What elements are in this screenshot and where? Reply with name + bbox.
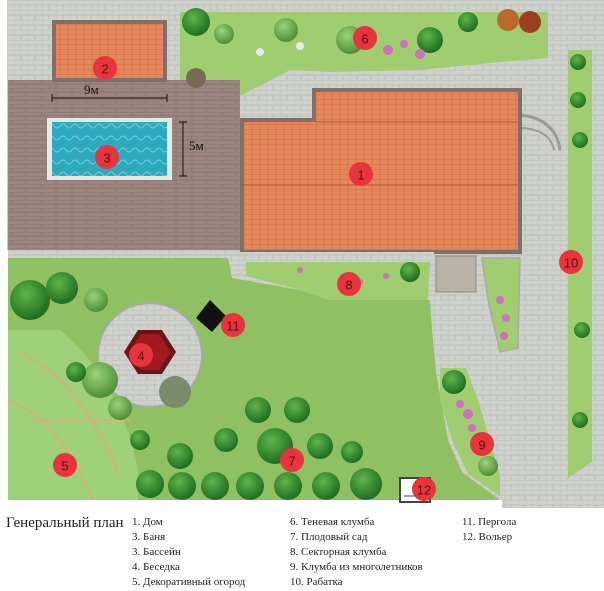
marker-6: 6 [353,26,377,50]
house-roof [244,92,518,250]
svg-text:11: 11 [226,319,240,334]
svg-text:6: 6 [361,32,368,47]
legend-item: 3. Бассейн [132,546,181,558]
svg-text:12: 12 [417,483,431,498]
site-plan: 9м 5м 1 2 3 4 5 6 7 8 9 10 11 12 [7,0,604,508]
legend-item: 12. Вольер [462,531,513,543]
legend-title: Генеральный план [6,515,124,531]
svg-text:7: 7 [288,454,295,469]
marker-12: 12 [412,477,436,501]
marker-4: 4 [129,343,153,367]
marker-7: 7 [280,448,304,472]
svg-text:10: 10 [564,256,578,271]
fruit-trees [136,397,382,500]
svg-text:2: 2 [101,62,108,77]
pool-dimensions: 9м 5м [51,82,204,177]
legend-item: 9. Клумба из многолетников [290,561,423,573]
pool-height-label: 5м [189,138,204,153]
marker-10: 10 [559,250,583,274]
svg-text:4: 4 [137,349,144,364]
legend-item: 4. Беседка [132,561,180,573]
svg-text:1: 1 [357,168,364,183]
shrubs [10,8,590,476]
legend-item: 6. Теневая клумба [290,516,375,528]
legend-item: 3. Баня [132,531,166,543]
marker-9: 9 [470,432,494,456]
marker-8: 8 [337,272,361,296]
flowers [256,40,510,432]
marker-11: 11 [221,313,245,337]
marker-3: 3 [95,145,119,169]
legend-item: 10. Рабатка [290,576,343,588]
legend-item: 7. Плодовый сад [290,531,368,543]
marker-5: 5 [53,453,77,477]
marker-1: 1 [349,162,373,186]
pool-width-label: 9м [84,82,99,97]
legend-item: 8. Секторная клумба [290,546,387,558]
legend-column-2: 6. Теневая клумба 7. Плодовый сад 8. Сек… [290,515,423,590]
svg-text:5: 5 [61,459,68,474]
svg-text:9: 9 [478,438,485,453]
legend-column-1: 1. Дом 3. Баня 3. Бассейн 4. Беседка 5. … [132,515,245,590]
svg-text:8: 8 [345,278,352,293]
site-plan-drawing: 9м 5м 1 2 3 4 5 6 7 8 9 10 11 12 [7,0,604,508]
marker-2: 2 [93,56,117,80]
legend-item: 5. Декоративный огород [132,576,246,588]
legend-column-3: 11. Пергола 12. Вольер [462,515,516,545]
legend-item: 11. Пергола [462,516,517,528]
legend: Генеральный план 1. Дом 3. Баня 3. Бассе… [0,510,604,591]
shade-bed [180,12,548,98]
svg-text:3: 3 [103,151,110,166]
legend-item: 1. Дом [132,516,163,528]
